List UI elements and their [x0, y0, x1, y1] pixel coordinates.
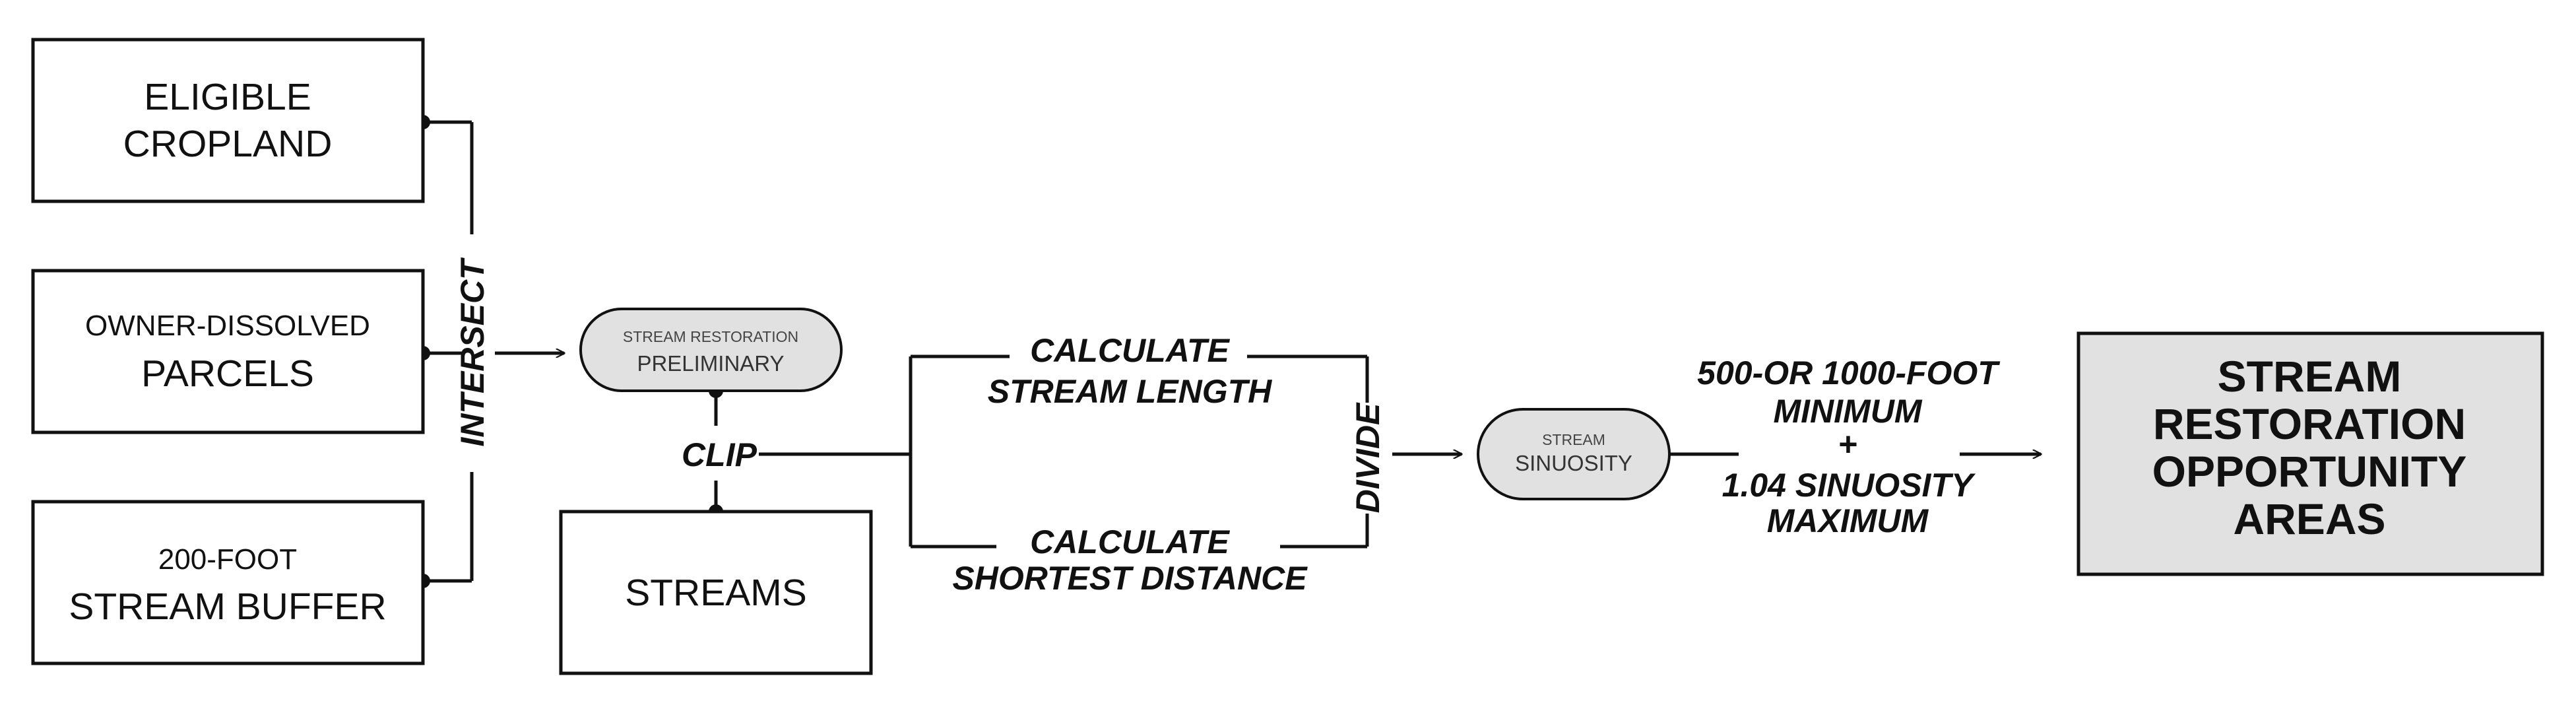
sinuosity-pill: STREAM SINUOSITY — [1477, 408, 1671, 500]
preliminary-line-2: PRELIMINARY — [637, 351, 784, 376]
criteria-plus: + — [1838, 426, 1857, 463]
streams-box: STREAMS — [559, 510, 873, 675]
divide-label: DIVIDE — [1349, 402, 1386, 513]
intersect-label: INTERSECT — [454, 257, 491, 447]
arrows — [495, 353, 2041, 454]
selection-criteria: 500-OR 1000-FOOT MINIMUM + 1.04 SINUOSIT… — [1697, 354, 2001, 539]
calculate-shortest-distance: CALCULATE SHORTEST DISTANCE — [952, 523, 1308, 597]
owner-dissolved-parcels-box: OWNER-DISSOLVED PARCELS — [31, 269, 425, 434]
eligible-cropland-box: ELIGIBLE CROPLAND — [31, 38, 425, 203]
final-line-1: STREAM — [2218, 352, 2402, 401]
calc-length-line-1: CALCULATE — [1030, 332, 1230, 369]
final-line-4: AREAS — [2233, 494, 2385, 543]
final-line-3: OPPORTUNITY — [2152, 447, 2467, 496]
sinuosity-line-2: SINUOSITY — [1515, 451, 1632, 475]
criteria-line-1: 500-OR 1000-FOOT — [1697, 354, 2001, 391]
streams-label: STREAMS — [625, 572, 807, 614]
stream-buffer-line-1: 200-FOOT — [158, 543, 297, 576]
stream-restoration-opportunity-areas-box: STREAM RESTORATION OPPORTUNITY AREAS — [2077, 331, 2544, 576]
parcels-line-1: OWNER-DISSOLVED — [85, 310, 370, 342]
calc-length-line-2: STREAM LENGTH — [988, 373, 1272, 410]
preliminary-line-1: STREAM RESTORATION — [623, 328, 798, 345]
calc-distance-line-2: SHORTEST DISTANCE — [952, 560, 1308, 597]
criteria-line-3: 1.04 SINUOSITY — [1722, 467, 1976, 504]
eligible-cropland-line-1: ELIGIBLE — [144, 76, 311, 118]
calc-distance-line-1: CALCULATE — [1030, 523, 1230, 560]
criteria-line-4: MAXIMUM — [1767, 502, 1929, 539]
criteria-line-2: MINIMUM — [1774, 393, 1923, 430]
sinuosity-line-1: STREAM — [1542, 431, 1605, 448]
stream-buffer-box: 200-FOOT STREAM BUFFER — [31, 500, 425, 665]
calculate-stream-length: CALCULATE STREAM LENGTH — [988, 332, 1272, 410]
clip-label: CLIP — [682, 436, 757, 473]
preliminary-pill: STREAM RESTORATION PRELIMINARY — [579, 308, 843, 392]
final-line-2: RESTORATION — [2153, 399, 2466, 448]
eligible-cropland-line-2: CROPLAND — [123, 123, 333, 165]
stream-buffer-line-2: STREAM BUFFER — [69, 586, 386, 628]
parcels-line-2: PARCELS — [141, 352, 314, 395]
